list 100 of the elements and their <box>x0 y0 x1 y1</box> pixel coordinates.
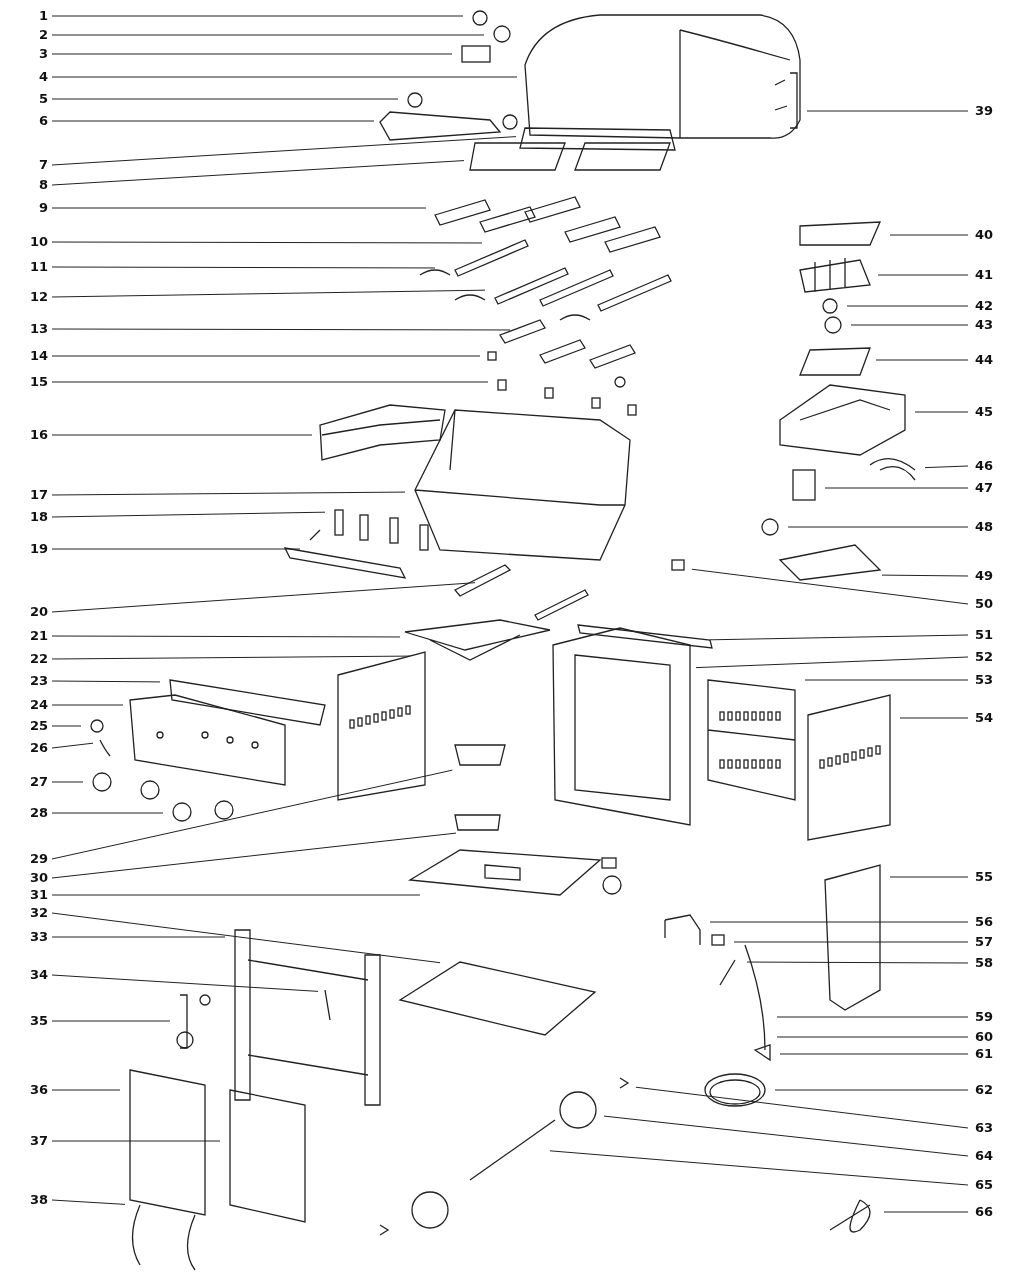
leader-line <box>695 656 969 669</box>
callout-number: 64 <box>975 1148 994 1163</box>
callout-number: 59 <box>975 1009 994 1024</box>
callout-number: 36 <box>29 1082 48 1097</box>
leader-line <box>51 53 453 55</box>
callout-number: 56 <box>975 914 994 929</box>
callout-number: 62 <box>975 1082 994 1097</box>
callout-number: 10 <box>29 234 48 249</box>
callout-number: 25 <box>29 718 48 733</box>
callout-number: 66 <box>975 1204 994 1219</box>
leader-line <box>709 634 969 641</box>
leader-line <box>776 1016 969 1018</box>
leader-line <box>51 136 517 166</box>
callout-number: 47 <box>975 480 994 495</box>
callout-number: 54 <box>975 710 994 725</box>
callout-number: 45 <box>975 404 994 419</box>
callout-number: 34 <box>29 967 48 982</box>
leader-line <box>51 582 476 613</box>
callout-number: 8 <box>38 177 48 192</box>
leader-line <box>51 1089 121 1091</box>
leader-line <box>51 680 161 683</box>
callout-number: 38 <box>29 1192 48 1207</box>
callout-number: 19 <box>29 541 48 556</box>
callout-number: 65 <box>975 1177 994 1192</box>
leader-line <box>51 1140 221 1142</box>
leader-line <box>603 1115 969 1157</box>
callout-number: 20 <box>29 604 48 619</box>
callout-number: 53 <box>975 672 994 687</box>
callout-number: 39 <box>975 103 994 118</box>
leader-line <box>51 974 319 992</box>
leader-line <box>51 912 441 964</box>
leader-line <box>51 76 518 78</box>
leader-line <box>776 1036 969 1038</box>
leader-line <box>51 98 399 100</box>
callout-number: 13 <box>29 321 48 336</box>
callout-number: 7 <box>38 157 48 172</box>
callout-number: 27 <box>29 774 48 789</box>
callout-number: 23 <box>29 673 48 688</box>
leader-line <box>51 781 84 783</box>
leader-line <box>881 574 969 577</box>
leader-line <box>889 234 969 236</box>
callout-number: 41 <box>975 267 994 282</box>
callout-number: 48 <box>975 519 994 534</box>
callout-number: 11 <box>29 259 48 274</box>
callout-number: 51 <box>975 627 994 642</box>
leader-line <box>51 355 481 357</box>
leader-line <box>51 725 82 727</box>
leader-line <box>875 359 969 361</box>
callout-number: 31 <box>29 887 48 902</box>
leader-line <box>549 1150 969 1186</box>
leader-line <box>51 491 406 496</box>
callout-number: 43 <box>975 317 994 332</box>
leader-line <box>889 876 969 878</box>
callout-number: 22 <box>29 651 48 666</box>
callout-number: 44 <box>975 352 994 367</box>
leader-line <box>51 742 94 749</box>
callout-number: 9 <box>38 200 48 215</box>
leader-line <box>914 411 969 413</box>
callout-number: 21 <box>29 628 48 643</box>
callout-number: 33 <box>29 929 48 944</box>
callout-number: 32 <box>29 905 48 920</box>
leader-line <box>899 717 969 719</box>
leader-line <box>850 324 969 326</box>
leader-line <box>51 266 436 269</box>
leader-line <box>51 120 375 122</box>
leader-line <box>51 936 226 938</box>
leader-line <box>709 921 969 923</box>
leader-line <box>51 655 411 660</box>
leader-line <box>51 1199 126 1205</box>
leader-line <box>51 160 465 186</box>
leader-line <box>846 305 969 307</box>
leader-line <box>824 487 969 489</box>
leader-line <box>51 241 483 244</box>
leader-line <box>51 894 421 896</box>
callout-number: 5 <box>38 91 48 106</box>
leader-line <box>51 207 427 209</box>
leader-line <box>924 465 969 469</box>
leader-line <box>51 1020 171 1022</box>
callout-number: 37 <box>29 1133 48 1148</box>
leader-line <box>779 1053 969 1055</box>
leader-line <box>635 1086 969 1129</box>
callout-number: 26 <box>29 740 48 755</box>
callout-number: 49 <box>975 568 994 583</box>
callout-number: 42 <box>975 298 994 313</box>
leader-line <box>51 635 401 638</box>
callout-number: 3 <box>38 46 48 61</box>
leader-line <box>51 381 489 383</box>
leader-line <box>51 704 124 706</box>
callout-number: 4 <box>38 69 48 84</box>
leader-line <box>733 941 969 943</box>
callout-number: 60 <box>975 1029 994 1044</box>
leader-line <box>51 328 511 331</box>
callout-number: 63 <box>975 1120 994 1135</box>
leader-line <box>51 832 457 879</box>
callout-number: 18 <box>29 509 48 524</box>
callout-number: 30 <box>29 870 48 885</box>
callout-number: 50 <box>975 596 994 611</box>
leader-line <box>51 812 164 814</box>
callout-number: 55 <box>975 869 994 884</box>
leader-line <box>806 110 969 112</box>
